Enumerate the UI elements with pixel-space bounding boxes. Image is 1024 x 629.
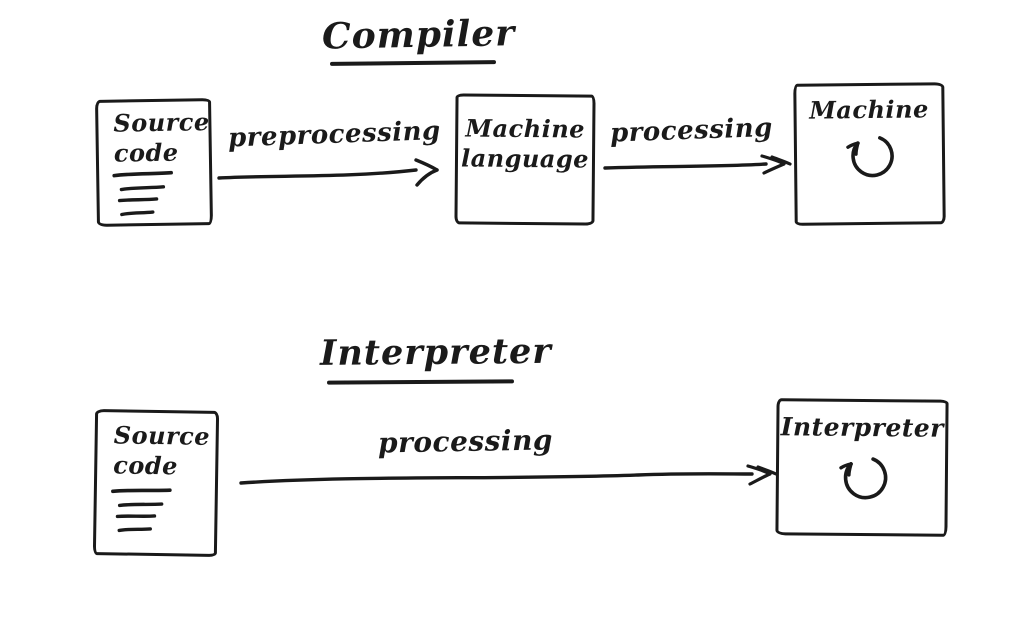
source-code-label-line1: Source	[113, 420, 211, 451]
interpreter-section-title: Interpreter	[319, 330, 552, 374]
preprocessing-arrow	[217, 158, 439, 187]
machine-box-label: Machine	[809, 94, 929, 125]
interpreter-processing-arrow-label: processing	[377, 423, 554, 460]
interpreter-title-underline	[326, 379, 515, 385]
interpreter-processing-arrow	[239, 464, 778, 486]
text-lines-icon	[111, 488, 172, 533]
source-code-label-line2: code	[113, 450, 179, 481]
source-code-label-line2: code	[113, 137, 179, 168]
machine-language-label-line1: Machine	[465, 113, 586, 144]
machine-language-box: Machine language	[454, 93, 596, 226]
text-lines-icon	[112, 170, 173, 217]
compiler-source-code-box: Source code	[95, 98, 213, 227]
compiler-processing-arrow-label: processing	[609, 112, 774, 149]
machine-language-label-line2: language	[460, 143, 590, 174]
machine-box: Machine	[793, 82, 946, 226]
interpreter-box: Interpreter	[775, 398, 949, 537]
compiler-section-title: Compiler	[321, 12, 516, 58]
loop-arrow-icon	[846, 136, 894, 178]
source-code-label-line1: Source	[113, 107, 210, 138]
interpreter-source-code-box: Source code	[92, 409, 220, 557]
loop-arrow-icon	[839, 457, 888, 500]
compiler-title-underline	[329, 60, 497, 66]
interpreter-box-label: Interpreter	[780, 412, 945, 443]
compiler-processing-arrow	[603, 154, 792, 175]
preprocessing-arrow-label: preprocessing	[227, 116, 442, 154]
